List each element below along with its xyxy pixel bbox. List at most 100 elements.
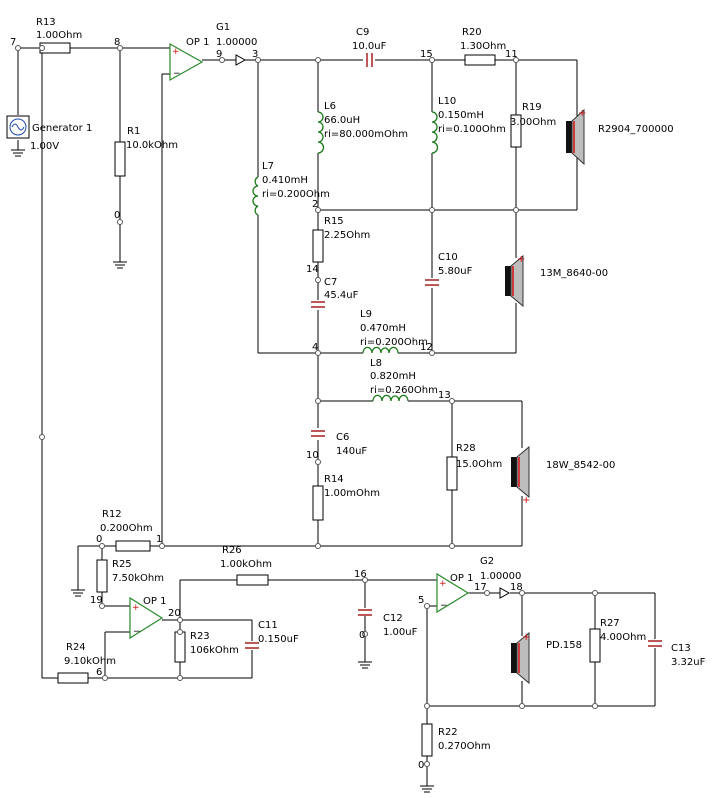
node-number: 20 — [168, 608, 181, 619]
label-l10-value: 0.150mH — [438, 110, 484, 121]
label-generator-value: 1.00V — [30, 141, 59, 152]
label-c12-value: 1.00uF — [383, 627, 418, 638]
resistor-r25 — [96, 559, 108, 593]
inductor-l8 — [372, 394, 409, 402]
node-number: 17 — [474, 582, 487, 593]
node-number: 0 — [359, 630, 365, 641]
capacitors — [245, 53, 662, 649]
label-r15-value: 2.25Ohm — [324, 230, 370, 241]
label-l8-name: L8 — [370, 358, 382, 369]
label-r25-value: 7.50kOhm — [112, 573, 164, 584]
label-l6-ri: ri=80.000mOhm — [324, 129, 408, 140]
resistor-r23 — [174, 631, 186, 663]
label-l9-ri: ri=0.200Ohm — [360, 337, 428, 348]
label-r19-value: 3.00Ohm — [510, 117, 556, 128]
buffer-g2 — [499, 587, 511, 599]
label-l8-value: 0.820mH — [370, 371, 416, 382]
node-number: 13 — [438, 390, 451, 401]
resistor-r14 — [312, 485, 324, 521]
capacitor-c13 — [648, 640, 662, 647]
resistor-r19 — [510, 114, 522, 148]
label-c9-name: C9 — [356, 27, 369, 38]
node-number: 12 — [420, 342, 433, 353]
capacitor-c12 — [358, 609, 372, 616]
resistor-r26 — [236, 574, 269, 586]
label-generator-name: Generator 1 — [32, 123, 92, 134]
node-number: 5 — [418, 595, 424, 606]
label-r19-name: R19 — [522, 102, 542, 113]
label-speaker-pd158: PD.158 — [546, 640, 582, 651]
ground-icon — [11, 149, 25, 157]
label-l7-name: L7 — [262, 161, 274, 172]
capacitor-c10 — [425, 279, 439, 286]
label-r25-name: R25 — [112, 559, 132, 570]
speaker-pd158: + — [511, 631, 530, 685]
opamp-mid: + − — [129, 596, 164, 640]
node-number: 11 — [505, 49, 518, 60]
ground-icon — [71, 589, 85, 597]
svg-text:+: + — [132, 603, 140, 613]
label-r28-name: R28 — [456, 443, 476, 454]
label-c9-value: 10.0uF — [352, 41, 387, 52]
node-number: 1 — [156, 534, 162, 545]
junction-nodes — [15, 45, 598, 767]
label-r24-value: 9.10kOhm — [64, 656, 116, 667]
label-c11-name: C11 — [258, 620, 278, 631]
node-number: 10 — [306, 450, 319, 461]
speaker-18w: + — [511, 445, 530, 506]
resistor-r22 — [421, 723, 433, 757]
svg-text:+: + — [172, 47, 180, 57]
label-r1-name: R1 — [127, 126, 140, 137]
label-c10-name: C10 — [438, 252, 458, 263]
node-number: 0 — [114, 210, 120, 221]
label-r23-value: 106kOhm — [190, 645, 239, 656]
generator-source — [6, 115, 30, 139]
inductors — [252, 111, 439, 402]
inductor-l6 — [317, 111, 325, 154]
label-r1-value: 10.0kOhm — [126, 140, 178, 151]
label-r15-name: R15 — [324, 216, 344, 227]
label-r26-name: R26 — [222, 545, 242, 556]
capacitor-c11 — [245, 642, 259, 649]
inductor-l7 — [252, 176, 259, 216]
label-r27-name: R27 — [600, 618, 620, 629]
label-l7-ri: ri=0.200Ohm — [262, 189, 330, 200]
resistor-r27 — [589, 628, 601, 663]
buffer-g1 — [235, 54, 247, 66]
label-l10-name: L10 — [438, 96, 456, 107]
label-g1-value: 1.00000 — [216, 37, 257, 48]
label-c7-name: C7 — [324, 277, 337, 288]
ground-icon — [358, 661, 372, 669]
label-c11-value: 0.150uF — [258, 634, 299, 645]
label-c12-name: C12 — [383, 613, 403, 624]
label-r23-name: R23 — [190, 631, 210, 642]
label-g1-name: G1 — [216, 22, 230, 33]
opamp-top: + − — [169, 42, 204, 82]
node-number: 4 — [312, 342, 318, 353]
label-r12-value: 0.200Ohm — [100, 523, 153, 534]
label-r20-value: 1.30Ohm — [460, 41, 506, 52]
node-number: 7 — [10, 37, 16, 48]
svg-text:−: − — [173, 69, 181, 79]
svg-text:+: + — [439, 579, 447, 589]
node-number: 8 — [114, 37, 120, 48]
node-number: 3 — [252, 49, 258, 60]
label-c7-value: 45.4uF — [324, 290, 359, 301]
label-speaker-13m: 13M_8640-00 — [540, 268, 608, 279]
label-g2-name: G2 — [480, 556, 494, 567]
capacitor-c6 — [311, 430, 325, 437]
resistors — [39, 42, 601, 757]
node-number: 6 — [96, 667, 102, 678]
speaker-r2904: + — [566, 108, 586, 166]
label-op1-top: OP 1 — [186, 37, 209, 48]
label-c13-name: C13 — [671, 643, 691, 654]
label-l8-ri: ri=0.260Ohm — [370, 385, 438, 396]
node-number: 18 — [510, 582, 523, 593]
label-c6-name: C6 — [336, 432, 349, 443]
label-g2-value: 1.00000 — [480, 571, 521, 582]
label-r13-value: 1.00Ohm — [36, 30, 82, 41]
node-number: 19 — [90, 595, 103, 606]
resistor-r24 — [57, 672, 89, 684]
label-r24-name: R24 — [66, 642, 86, 653]
